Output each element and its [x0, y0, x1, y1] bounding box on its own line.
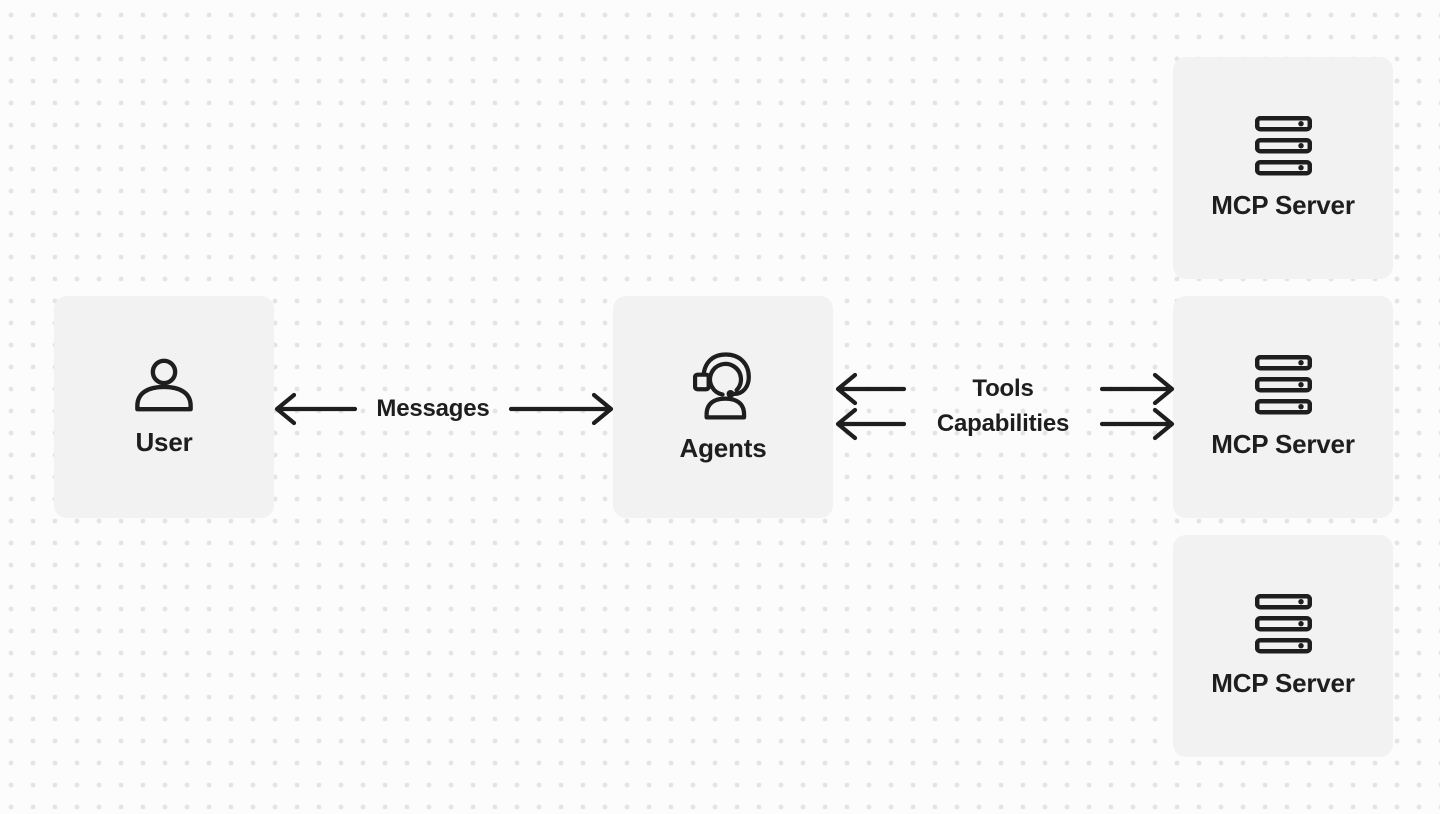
messages-arrow-right-icon: [509, 392, 614, 426]
user-icon: [133, 357, 195, 414]
capabilities-edge-label: Capabilities: [936, 410, 1070, 437]
server-stack-icon: [1254, 115, 1312, 177]
node-agents: Agents: [613, 296, 833, 518]
node-user: User: [54, 296, 274, 518]
node-mcp-server-middle: MCP Server: [1173, 296, 1393, 518]
node-user-label: User: [135, 426, 193, 457]
node-mcp-server-top-label: MCP Server: [1211, 189, 1355, 220]
messages-arrow-left-icon: [274, 392, 357, 426]
node-mcp-server-top: MCP Server: [1173, 57, 1393, 279]
node-agents-label: Agents: [679, 433, 767, 463]
capabilities-arrow-right-icon: [1100, 407, 1175, 441]
tools-edge-label: Tools: [972, 375, 1034, 402]
tools-arrow-right-icon: [1100, 372, 1175, 406]
capabilities-arrow-left-icon: [835, 407, 906, 441]
headset-agent-icon: [692, 350, 753, 420]
server-stack-icon: [1254, 593, 1312, 655]
node-mcp-server-middle-label: MCP Server: [1211, 428, 1355, 459]
messages-edge-label: Messages: [376, 395, 490, 422]
server-stack-icon: [1254, 354, 1312, 416]
node-mcp-server-bottom-label: MCP Server: [1211, 667, 1355, 698]
node-mcp-server-bottom: MCP Server: [1173, 535, 1393, 757]
tools-arrow-left-icon: [835, 372, 906, 406]
